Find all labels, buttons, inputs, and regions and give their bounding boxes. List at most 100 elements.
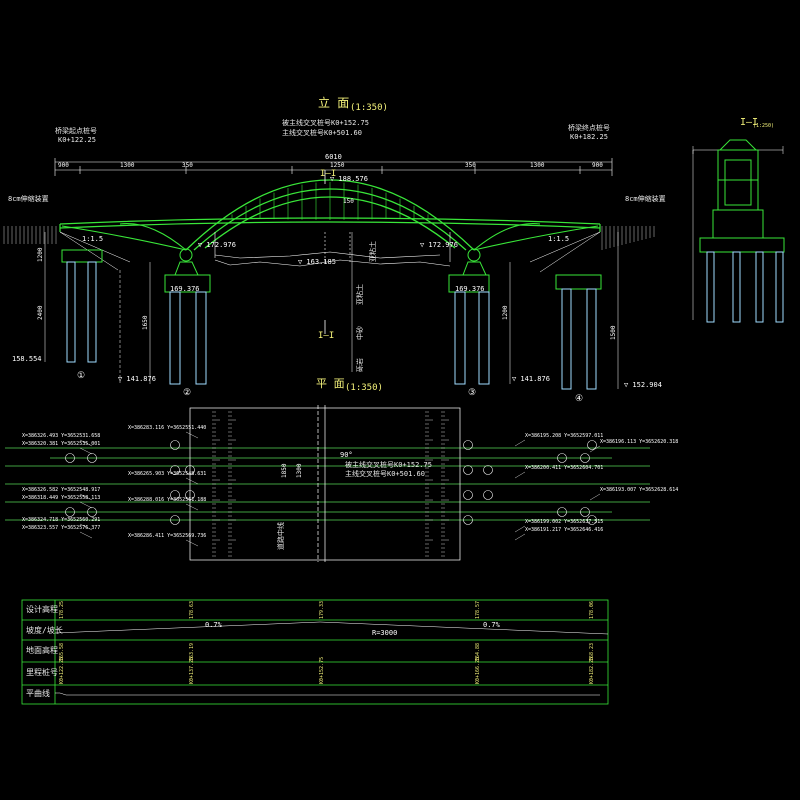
grade-left: 0.7% — [205, 621, 222, 629]
coordinate-label: X=386320.381 Y=3652535.001 — [22, 441, 101, 447]
table-row-grade: 坡度/坡长 — [26, 626, 63, 635]
ground-line — [214, 232, 451, 267]
vertical-dims — [44, 232, 619, 389]
leader-line — [185, 431, 199, 439]
pier-marker — [483, 465, 493, 475]
pier-id-3: ③ — [468, 388, 477, 398]
left-pier-level: ▽ 172.976 — [198, 241, 236, 249]
arch-hangers — [231, 182, 429, 220]
dim-5: 350 — [465, 162, 476, 169]
table-row-ground: 地面高程 — [26, 646, 58, 655]
pier-marker — [557, 507, 567, 517]
pier-marker — [87, 453, 97, 463]
slope-left: 1:1.5 — [82, 235, 104, 243]
table-row-station: 里程桩号 — [26, 668, 58, 677]
plan-width-a: 1850 — [281, 463, 288, 478]
table-value: 178.25 — [59, 600, 65, 619]
plan-center-note-2: 主线交叉桩号K0+501.60 — [345, 470, 425, 478]
sand-label: 中砂 — [356, 326, 364, 340]
dim-1: 900 — [58, 162, 69, 169]
right-abutment-label: 8cm伸缩装置 — [625, 195, 666, 203]
table-value: K0+152.75 — [319, 656, 325, 684]
pier-marker — [170, 490, 180, 500]
pile-bottom-left: ▽ 141.876 — [118, 375, 156, 383]
coordinate-label: X=386265.903 Y=3652548.631 — [128, 471, 207, 477]
pile-bottom-right: ▽ 141.876 — [512, 375, 550, 383]
table-row-design: 设计高程 — [26, 605, 58, 614]
pier-caps — [61, 248, 602, 293]
plan-center-note-1: 被主线交叉桩号K0+152.75 — [345, 461, 432, 469]
pier-position-markers — [65, 440, 597, 525]
coordinate-label: X=386318.449 Y=3652558.113 — [22, 495, 101, 501]
coordinate-label: X=386326.493 Y=3652531.658 — [22, 433, 101, 439]
leader-line — [79, 439, 93, 447]
leader-line — [514, 439, 526, 447]
table-value: 178.06 — [589, 600, 595, 619]
leader-line — [185, 503, 199, 511]
embankment-slopes — [59, 231, 601, 273]
table-value: 178.57 — [475, 600, 481, 619]
pier-marker — [557, 453, 567, 463]
section-title: I—I — [740, 117, 759, 128]
pier-marker — [170, 440, 180, 450]
coordinate-label: X=386323.557 Y=3652576.377 — [22, 525, 101, 531]
right-note-1: 桥梁终点桩号 — [568, 124, 610, 132]
center-note-2: 主线交叉桩号K0+501.60 — [282, 129, 362, 137]
elevation-view — [3, 158, 655, 390]
crown-level: ▽ 188.576 — [330, 175, 368, 183]
elevation-scale: (1:350) — [350, 103, 388, 113]
road-lines — [5, 447, 650, 521]
river-level: ▽ 163.185 — [298, 258, 336, 266]
leader-line — [589, 493, 601, 501]
pier-id-1: ① — [77, 371, 86, 381]
plan-side-mark: 道路中线 — [277, 522, 285, 550]
center-note-1: 被主线交叉桩号K0+152.75 — [282, 119, 369, 127]
table-value: K0+137.25 — [189, 656, 195, 684]
pier-marker — [463, 465, 473, 475]
coordinate-label: X=386288.016 Y=3652561.188 — [128, 497, 207, 503]
leader-line — [79, 523, 93, 531]
leader-line — [185, 477, 199, 485]
leader-line — [185, 539, 199, 547]
pier-id-2: ② — [183, 388, 192, 398]
dim-total: 6010 — [325, 153, 342, 161]
coordinate-label: X=386283.116 Y=3652551.440 — [128, 425, 207, 431]
pier-marker — [580, 453, 590, 463]
coordinate-label: X=386200.411 Y=3652604.701 — [525, 465, 604, 471]
slope-right: 1:1.5 — [548, 235, 570, 243]
pier-marker — [185, 490, 195, 500]
section-mark-bottom: I—I — [318, 331, 335, 341]
dim-4: 1250 — [330, 162, 345, 169]
table-value: 178.63 — [189, 600, 195, 619]
pile-top-right: 169.376 — [455, 285, 485, 293]
coordinate-label: X=386326.582 Y=3652548.917 — [22, 487, 101, 493]
plan-ruler-ticks — [212, 411, 449, 557]
pile-top-left: 169.376 — [170, 285, 200, 293]
pile-dim-5: 1500 — [610, 325, 617, 340]
leader-line — [79, 447, 93, 455]
abut-bottom-right: ▽ 152.904 — [624, 381, 662, 389]
pier-marker — [463, 440, 473, 450]
coordinate-label: X=386196.113 Y=3652620.318 — [600, 439, 679, 445]
pier-marker — [65, 453, 75, 463]
dim-2: 1300 — [120, 162, 135, 169]
pier-marker — [170, 515, 180, 525]
leader-line — [514, 525, 526, 533]
leader-line — [514, 533, 526, 541]
plan-angle: 90° — [340, 451, 353, 459]
soil-label-1: 亚粘土 — [369, 241, 377, 262]
section-mark-top: I—I — [320, 169, 337, 179]
plan-view — [5, 405, 650, 562]
coordinate-label: X=386199.002 Y=3652637.515 — [525, 519, 604, 525]
pier-marker — [587, 440, 597, 450]
coordinate-label: X=386191.217 Y=3652646.416 — [525, 527, 604, 533]
plan-width-b: 1300 — [296, 463, 303, 478]
profile-table — [21, 599, 609, 705]
plan-title: 平 面 — [316, 377, 345, 390]
coordinate-label: X=386286.411 Y=3652569.736 — [128, 533, 207, 539]
table-value: 179.33 — [319, 600, 325, 619]
table-value: K0+122.25 — [59, 656, 65, 684]
table-row-curve: 平曲线 — [26, 689, 50, 698]
grade-right: 0.7% — [483, 621, 500, 629]
